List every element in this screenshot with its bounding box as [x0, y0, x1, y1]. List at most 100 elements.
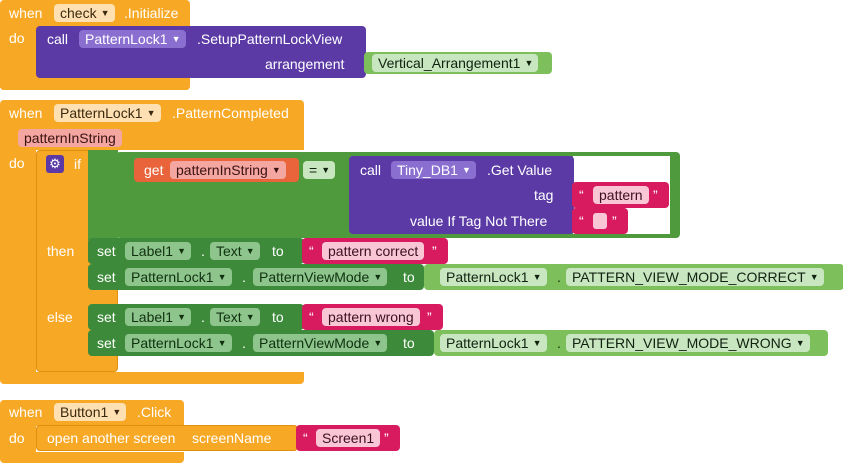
chevron-down-icon: ▼ [177, 312, 187, 322]
chevron-down-icon: ▼ [532, 272, 542, 282]
property-name: PatternViewMode [259, 335, 370, 351]
dot-separator: . [242, 335, 246, 351]
do-keyword: do [9, 30, 25, 46]
component-dropdown-patternlock1[interactable]: PatternLock1 ▼ [440, 334, 547, 352]
when-keyword: when [9, 105, 43, 121]
set-keyword: set [97, 335, 116, 351]
to-keyword: to [403, 335, 415, 351]
chevron-down-icon: ▼ [809, 272, 819, 282]
event-name: .PatternCompleted [172, 105, 289, 121]
component-name: check [60, 5, 97, 21]
gear-icon[interactable]: ⚙ [46, 155, 64, 173]
chevron-down-icon: ▼ [146, 108, 156, 118]
when-keyword: when [9, 5, 43, 21]
quote-close: ” [427, 309, 432, 325]
component-name: PatternLock1 [446, 269, 529, 285]
dot-separator: . [557, 335, 561, 351]
component-dropdown-patternlock1[interactable]: PatternLock1 ▼ [54, 104, 161, 122]
quote-close: ” [612, 213, 617, 229]
quote-open: “ [309, 243, 314, 259]
chevron-down-icon: ▼ [321, 165, 331, 175]
component-name: Label1 [131, 309, 174, 325]
set-keyword: set [97, 309, 116, 325]
chevron-down-icon: ▼ [524, 58, 534, 68]
property-name: Text [216, 309, 242, 325]
do-keyword: do [9, 155, 25, 171]
method-name: .SetupPatternLockView [197, 31, 343, 47]
component-dropdown-vertical-arrangement[interactable]: Vertical_Arrangement1 ▼ [372, 54, 539, 72]
text-literal-empty[interactable] [593, 213, 607, 229]
do-keyword: do [9, 430, 25, 446]
property-dropdown-text[interactable]: Text ▼ [210, 308, 260, 326]
component-name: Vertical_Arrangement1 [378, 55, 521, 71]
value-if-label: value If Tag Not There [410, 213, 548, 229]
when-keyword: when [9, 404, 43, 420]
text-literal[interactable]: Screen1 [316, 429, 381, 447]
property-name: Text [216, 243, 242, 259]
text-literal[interactable]: pattern [593, 186, 649, 204]
quote-close: ” [384, 430, 389, 446]
constant-dropdown-mode-correct[interactable]: PATTERN_VIEW_MODE_CORRECT ▼ [566, 268, 824, 286]
chevron-down-icon: ▼ [373, 272, 383, 282]
component-dropdown-patternlock1[interactable]: PatternLock1 ▼ [79, 30, 186, 48]
to-keyword: to [403, 269, 415, 285]
param-label: arrangement [265, 56, 345, 72]
component-dropdown-label1[interactable]: Label1 ▼ [125, 308, 192, 326]
event-parameter[interactable]: patternInString [18, 129, 122, 147]
component-name: Label1 [131, 243, 174, 259]
variable-dropdown[interactable]: patternInString ▼ [170, 161, 286, 179]
property-dropdown-patternviewmode[interactable]: PatternViewMode ▼ [253, 334, 388, 352]
chevron-down-icon: ▼ [245, 312, 255, 322]
component-dropdown-patternlock1[interactable]: PatternLock1 ▼ [125, 268, 232, 286]
then-keyword: then [47, 243, 75, 259]
event-name: .Click [137, 404, 172, 420]
component-name: PatternLock1 [131, 335, 214, 351]
property-dropdown-text[interactable]: Text ▼ [210, 242, 260, 260]
else-keyword: else [47, 309, 73, 325]
set-keyword: set [97, 269, 116, 285]
chevron-down-icon: ▼ [100, 8, 110, 18]
event-name: .Initialize [124, 5, 179, 21]
chevron-down-icon: ▼ [271, 165, 281, 175]
operator: = [309, 162, 318, 178]
quote-open: “ [579, 187, 584, 203]
chevron-down-icon: ▼ [177, 246, 187, 256]
quote-close: ” [653, 187, 658, 203]
set-keyword: set [97, 243, 116, 259]
chevron-down-icon: ▼ [532, 338, 542, 348]
component-name: Tiny_DB1 [397, 162, 458, 178]
method-name: .Get Value [487, 162, 553, 178]
component-dropdown-button1[interactable]: Button1 ▼ [54, 403, 127, 421]
component-name: Button1 [60, 404, 109, 420]
dot-separator: . [201, 309, 205, 325]
dot-separator: . [557, 269, 561, 285]
text-literal[interactable]: pattern wrong [322, 308, 420, 326]
chevron-down-icon: ▼ [795, 338, 805, 348]
component-dropdown-patternlock1[interactable]: PatternLock1 ▼ [125, 334, 232, 352]
constant-dropdown-mode-wrong[interactable]: PATTERN_VIEW_MODE_WRONG ▼ [566, 334, 810, 352]
set-block-label-text-wrong[interactable] [88, 304, 304, 330]
param-label: screenName [192, 430, 272, 446]
set-block-label-text-correct[interactable] [88, 238, 304, 264]
component-name: PatternLock1 [60, 105, 143, 121]
to-keyword: to [272, 309, 284, 325]
component-name: PatternLock1 [446, 335, 529, 351]
component-dropdown-check[interactable]: check ▼ [54, 4, 115, 22]
component-dropdown-patternlock1[interactable]: PatternLock1 ▼ [440, 268, 547, 286]
dot-separator: . [242, 269, 246, 285]
to-keyword: to [272, 243, 284, 259]
text-literal[interactable]: pattern correct [322, 242, 425, 260]
component-name: PatternLock1 [85, 31, 168, 47]
quote-open: “ [579, 213, 584, 229]
chevron-down-icon: ▼ [245, 246, 255, 256]
component-dropdown-label1[interactable]: Label1 ▼ [125, 242, 192, 260]
constant-name: PATTERN_VIEW_MODE_WRONG [572, 335, 792, 351]
quote-open: “ [309, 309, 314, 325]
call-keyword: call [47, 31, 69, 47]
property-name: PatternViewMode [259, 269, 370, 285]
chevron-down-icon: ▼ [112, 407, 122, 417]
component-dropdown-tinydb1[interactable]: Tiny_DB1 ▼ [391, 161, 476, 179]
open-another-screen-block[interactable] [36, 425, 298, 451]
operator-dropdown[interactable]: = ▼ [303, 161, 336, 179]
property-dropdown-patternviewmode[interactable]: PatternViewMode ▼ [253, 268, 388, 286]
